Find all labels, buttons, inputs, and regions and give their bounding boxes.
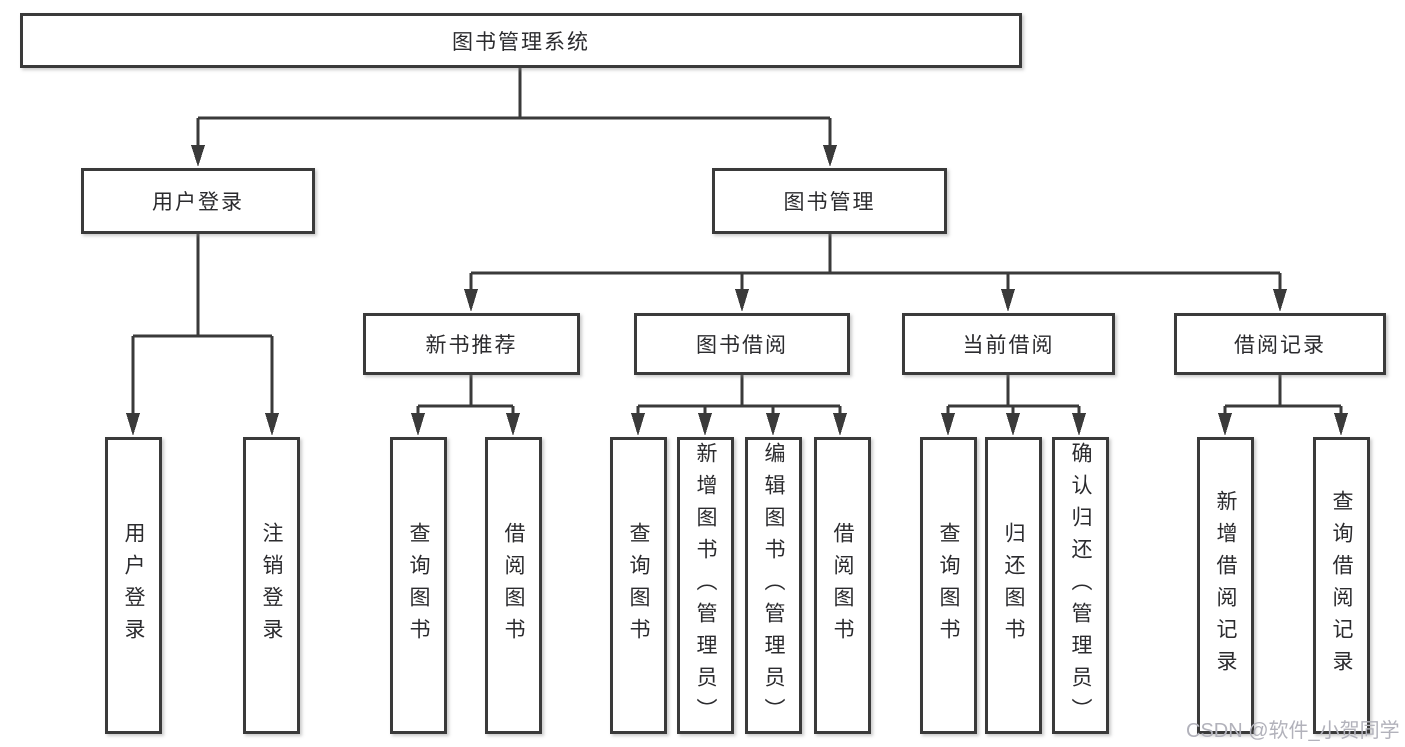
leaf-user-login: 用户登录 (105, 437, 162, 734)
leaf-borrow-book-1: 借阅图书 (485, 437, 542, 734)
node-book-borrow: 图书借阅 (634, 313, 850, 375)
leaf-edit-book-admin: 编辑图书（管理员） (745, 437, 802, 734)
leaf-query-book-2: 查询图书 (610, 437, 667, 734)
node-root-system: 图书管理系统 (20, 13, 1022, 68)
leaf-query-book-3: 查询图书 (920, 437, 977, 734)
leaf-add-borrow-record: 新增借阅记录 (1197, 437, 1254, 734)
node-borrow-record: 借阅记录 (1174, 313, 1386, 375)
branch-book-management (464, 234, 1287, 312)
leaf-logout: 注销登录 (243, 437, 300, 734)
leaf-query-book-1: 查询图书 (390, 437, 447, 734)
branch-root-to-level2 (191, 68, 837, 167)
csdn-watermark: CSDN @软件_小贺同学 (1186, 720, 1400, 742)
branch-book-borrow (631, 375, 847, 436)
branch-user-login (126, 234, 279, 436)
leaf-borrow-book-2: 借阅图书 (814, 437, 871, 734)
leaf-return-book: 归还图书 (985, 437, 1042, 734)
node-book-management: 图书管理 (712, 168, 947, 234)
leaf-confirm-return-admin: 确认归还（管理员） (1052, 437, 1109, 734)
branch-new-book-recommend (411, 375, 520, 436)
node-user-login: 用户登录 (81, 168, 315, 234)
branch-borrow-record (1218, 375, 1348, 436)
node-new-book-recommend: 新书推荐 (363, 313, 580, 375)
leaf-add-book-admin: 新增图书（管理员） (677, 437, 734, 734)
leaf-query-borrow-record: 查询借阅记录 (1313, 437, 1370, 734)
branch-current-borrow (941, 375, 1086, 436)
node-current-borrow: 当前借阅 (902, 313, 1115, 375)
